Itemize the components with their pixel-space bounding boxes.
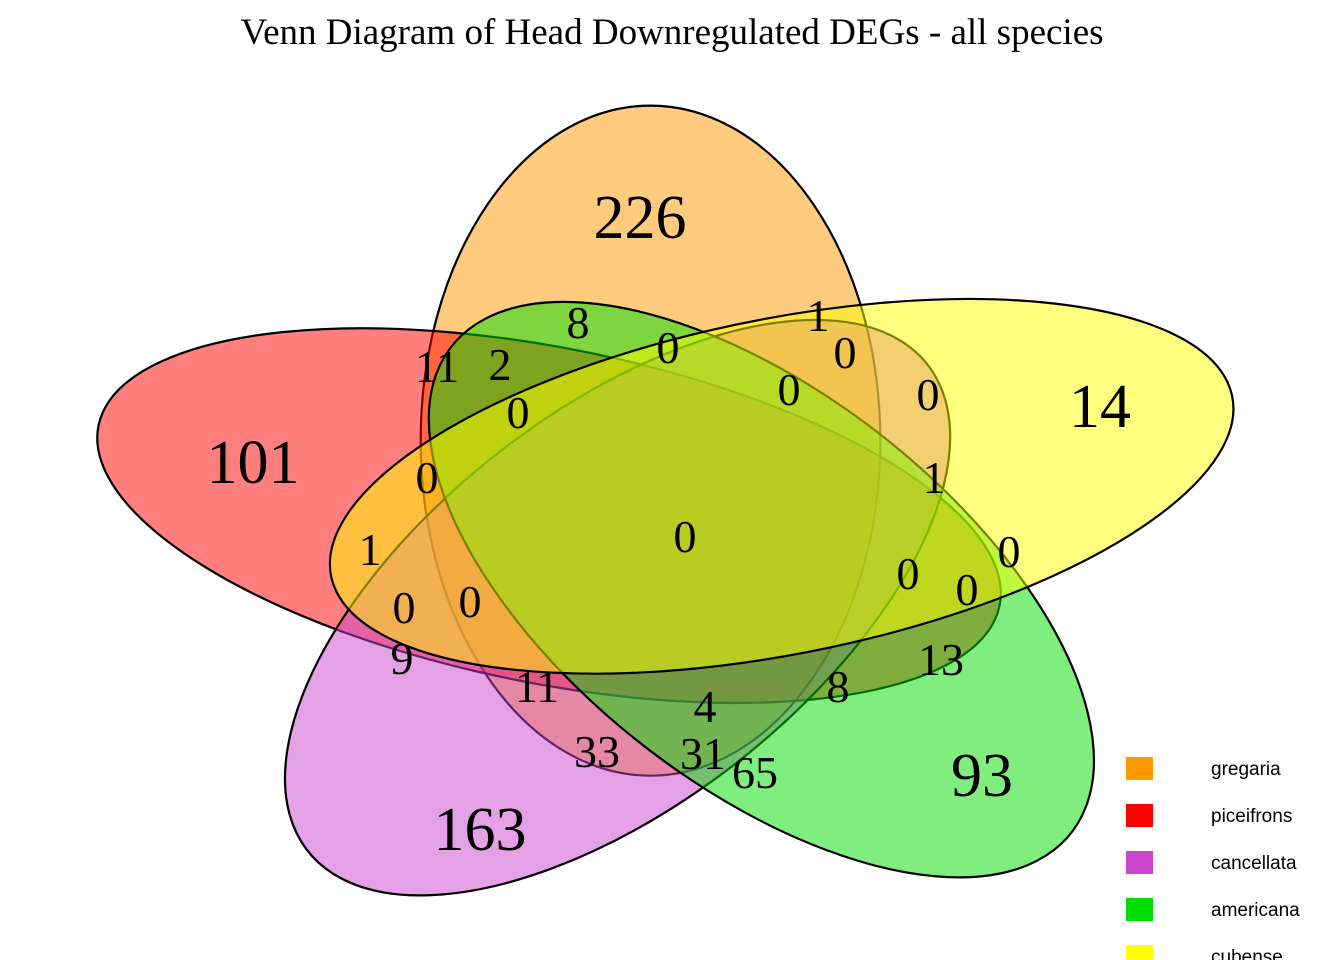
chart-title: Venn Diagram of Head Downregulated DEGs …: [240, 12, 1103, 53]
count-cancellata-cubense: 0: [917, 369, 940, 420]
legend-swatch-piceifrons: [1126, 804, 1153, 827]
count-piceifrons-americana: 13: [918, 634, 964, 685]
count-piceifrons-cancellata-americana-cubense: 0: [897, 548, 920, 599]
count-piceifrons-cancellata-cubense: 0: [393, 582, 416, 633]
count-piceifrons-cancellata: 9: [391, 633, 414, 684]
legend-swatch-cubense: [1126, 945, 1153, 960]
legend-label-americana: americana: [1211, 900, 1300, 921]
count-americana: 93: [951, 742, 1013, 810]
count-gregaria-cancellata-americana: 31: [680, 728, 726, 779]
count-cancellata: 163: [434, 796, 527, 864]
ellipse-cubense: [265, 227, 1299, 746]
count-cancellata-americana-cubense: 1: [923, 452, 946, 503]
legend-label-piceifrons: piceifrons: [1211, 806, 1292, 827]
count-gregaria-cancellata-cubense: 0: [834, 327, 857, 378]
count-piceifrons-cancellata-americana: 8: [827, 661, 850, 712]
count-piceifrons: 101: [207, 429, 300, 497]
count-all-sets: 0: [674, 511, 697, 562]
legend-label-cubense: cubense: [1211, 947, 1283, 960]
count-gregaria-americana: 8: [567, 297, 590, 348]
count-piceifrons-americana-cubense: 0: [956, 564, 979, 615]
count-gregaria-piceifrons-cubense: 0: [416, 452, 439, 503]
count-americana-cubense: 0: [998, 526, 1021, 577]
count-gregaria-cubense: 1: [807, 290, 830, 341]
legend-swatch-cancellata: [1126, 851, 1153, 874]
count-gregaria-piceifrons: 11: [415, 341, 459, 392]
count-gregaria: 226: [594, 184, 687, 252]
count-gregaria-piceifrons-americana: 2: [489, 339, 512, 390]
count-piceifrons-cubense: 1: [359, 524, 382, 575]
count-gregaria-cancellata-americana-cubense: 0: [778, 364, 801, 415]
legend-label-cancellata: cancellata: [1211, 853, 1297, 874]
legend-label-gregaria: gregaria: [1211, 759, 1281, 780]
count-gregaria-americana-cubense: 0: [657, 322, 680, 373]
venn-ellipses: [32, 106, 1299, 960]
count-cancellata-americana: 65: [732, 747, 778, 798]
legend: gregaria piceifrons cancellata americana…: [1126, 757, 1300, 960]
region-counts: 226 101 163 93 14 11 1 8 33 9 1 13 65 0 …: [207, 184, 1132, 864]
legend-swatch-americana: [1126, 898, 1153, 921]
count-gregaria-piceifrons-cancellata: 11: [515, 661, 559, 712]
count-gregaria-piceifrons-americana-cubense: 0: [507, 387, 530, 438]
legend-swatch-gregaria: [1126, 757, 1153, 780]
count-gregaria-cancellata: 33: [574, 726, 620, 777]
count-cubense: 14: [1069, 373, 1131, 441]
count-gregaria-piceifrons-cancellata-cubense: 0: [459, 576, 482, 627]
count-gregaria-piceifrons-cancellata-americana: 4: [694, 681, 717, 732]
